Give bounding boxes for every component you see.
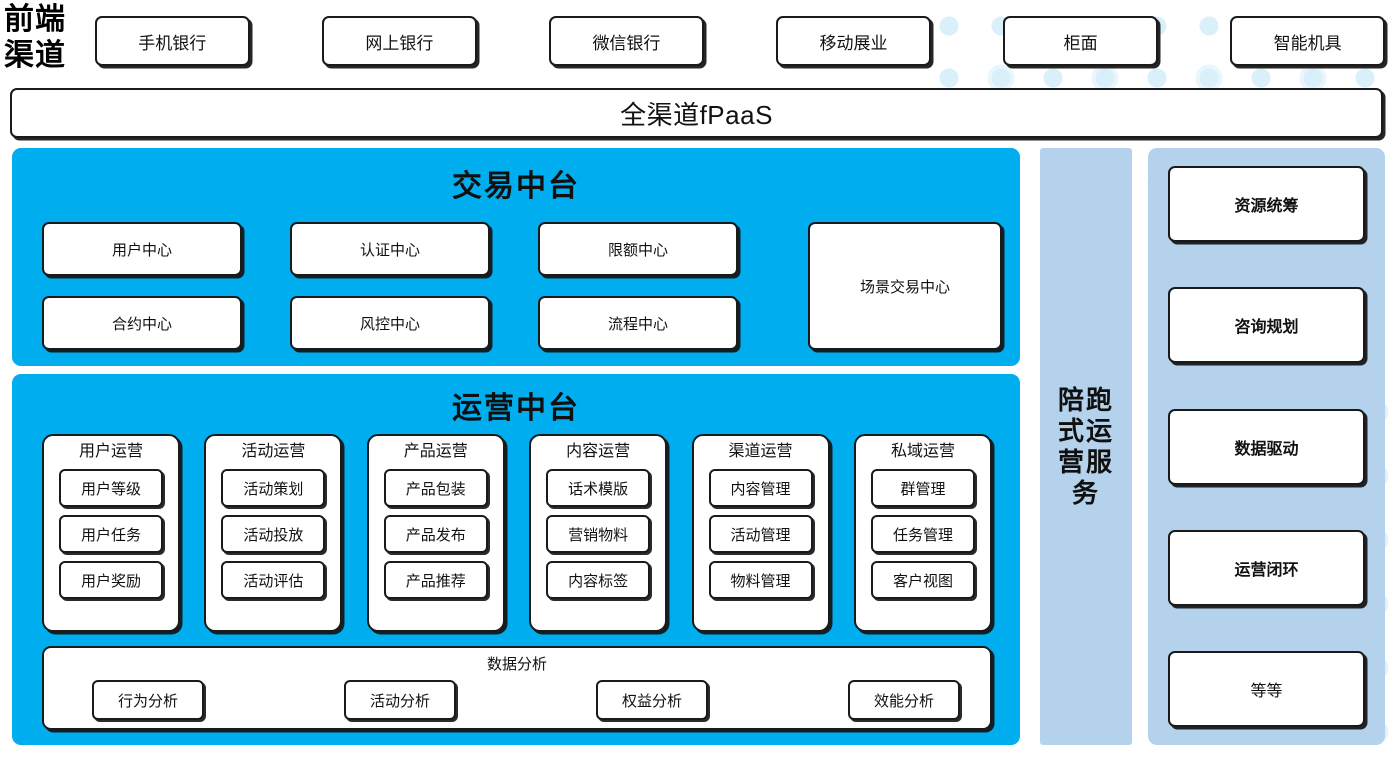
ops-group-private-domain-operations: 私域运营 群管理 任务管理 客户视图	[853, 434, 992, 632]
ops-item-material-management[interactable]: 物料管理	[708, 561, 813, 599]
trade-center-title: 交易中台	[452, 170, 580, 203]
ops-item-campaign-delivery[interactable]: 活动投放	[221, 515, 326, 553]
trade-cell-user-center[interactable]: 用户中心	[42, 222, 242, 276]
data-item-benefit-analysis[interactable]: 权益分析	[596, 680, 708, 720]
channel-item-smart-machine[interactable]: 智能机具	[1230, 16, 1385, 66]
accompanying-operation-service-column: 陪跑式运营服务	[1040, 148, 1132, 745]
ops-group-title: 内容运营	[566, 443, 631, 460]
channel-item-online-bank[interactable]: 网上银行	[322, 16, 477, 66]
channel-item-mobile-business[interactable]: 移动展业	[776, 16, 931, 66]
ops-item-product-recommendation[interactable]: 产品推荐	[383, 561, 488, 599]
ops-item-marketing-material[interactable]: 营销物料	[546, 515, 651, 553]
ops-group-title: 活动运营	[241, 443, 306, 460]
ops-group-content-operations: 内容运营 话术模版 营销物料 内容标签	[529, 434, 668, 632]
ops-center-title: 运营中台	[452, 392, 580, 425]
service-column-label: 陪跑式运营服务	[1057, 384, 1114, 508]
ops-item-product-release[interactable]: 产品发布	[383, 515, 488, 553]
capability-operation-closed-loop[interactable]: 运营闭环	[1168, 529, 1365, 606]
ops-group-user-operations: 用户运营 用户等级 用户任务 用户奖励	[42, 434, 180, 632]
ops-item-user-level[interactable]: 用户等级	[59, 469, 163, 507]
ops-group-campaign-operations: 活动运营 活动策划 活动投放 活动评估	[204, 434, 343, 632]
ops-item-group-management[interactable]: 群管理	[870, 469, 975, 507]
trade-center-grid: 用户中心 认证中心 限额中心 合约中心 风控中心 流程中心 场景交易中心	[42, 222, 1002, 350]
data-analysis-title: 数据分析	[486, 656, 547, 673]
trade-cell-contract-center[interactable]: 合约中心	[42, 296, 242, 350]
frontend-channel-label: 前端渠道	[4, 3, 66, 72]
ops-group-title: 产品运营	[403, 443, 468, 460]
ops-item-campaign-management[interactable]: 活动管理	[708, 515, 813, 553]
trade-cell-auth-center[interactable]: 认证中心	[290, 222, 490, 276]
ops-center-panel: 运营中台 用户运营 用户等级 用户任务 用户奖励 活动运营 活动策划 活动投放 …	[12, 374, 1020, 745]
data-analysis-strip: 数据分析 行为分析 活动分析 权益分析 效能分析	[42, 646, 992, 730]
ops-group-title: 渠道运营	[728, 443, 793, 460]
capability-panel: 资源统筹 咨询规划 数据驱动 运营闭环 等等	[1148, 148, 1385, 745]
capability-consulting-planning[interactable]: 咨询规划	[1168, 287, 1365, 364]
trade-cell-process-center[interactable]: 流程中心	[538, 296, 738, 350]
ops-item-customer-view[interactable]: 客户视图	[870, 561, 975, 599]
channel-item-mobile-bank[interactable]: 手机银行	[95, 16, 250, 66]
ops-item-script-template[interactable]: 话术模版	[546, 469, 651, 507]
ops-group-title: 用户运营	[78, 443, 143, 460]
capability-etcetera[interactable]: 等等	[1168, 651, 1365, 727]
ops-item-user-reward[interactable]: 用户奖励	[59, 561, 163, 599]
omni-channel-fpaas-bar[interactable]: 全渠道fPaaS	[10, 88, 1383, 138]
ops-center-groups: 用户运营 用户等级 用户任务 用户奖励 活动运营 活动策划 活动投放 活动评估 …	[42, 434, 992, 632]
trade-cell-risk-center[interactable]: 风控中心	[290, 296, 490, 350]
ops-group-product-operations: 产品运营 产品包装 产品发布 产品推荐	[366, 434, 505, 632]
data-analysis-items: 行为分析 活动分析 权益分析 效能分析	[92, 680, 960, 720]
data-item-efficiency-analysis[interactable]: 效能分析	[848, 680, 960, 720]
channel-item-counter[interactable]: 柜面	[1003, 16, 1158, 66]
ops-item-content-management[interactable]: 内容管理	[708, 469, 813, 507]
ops-group-channel-operations: 渠道运营 内容管理 活动管理 物料管理	[691, 434, 830, 632]
data-item-behavior-analysis[interactable]: 行为分析	[92, 680, 204, 720]
ops-item-content-tag[interactable]: 内容标签	[546, 561, 651, 599]
ops-item-product-packaging[interactable]: 产品包装	[383, 469, 488, 507]
capability-data-driven[interactable]: 数据驱动	[1168, 408, 1365, 485]
ops-item-task-management[interactable]: 任务管理	[870, 515, 975, 553]
ops-item-campaign-planning[interactable]: 活动策划	[221, 469, 326, 507]
trade-cell-limit-center[interactable]: 限额中心	[538, 222, 738, 276]
ops-item-campaign-evaluation[interactable]: 活动评估	[221, 561, 326, 599]
ops-group-title: 私域运营	[890, 443, 955, 460]
channel-item-wechat-bank[interactable]: 微信银行	[549, 16, 704, 66]
frontend-channel-row: 手机银行 网上银行 微信银行 移动展业 柜面 智能机具	[95, 16, 1385, 66]
data-item-campaign-analysis[interactable]: 活动分析	[344, 680, 456, 720]
ops-item-user-task[interactable]: 用户任务	[59, 515, 163, 553]
trade-center-panel: 交易中台 用户中心 认证中心 限额中心 合约中心 风控中心 流程中心 场景交易中…	[12, 148, 1020, 366]
trade-cell-scenario-trade-center[interactable]: 场景交易中心	[808, 222, 1002, 350]
capability-resource-coordination[interactable]: 资源统筹	[1168, 166, 1365, 242]
